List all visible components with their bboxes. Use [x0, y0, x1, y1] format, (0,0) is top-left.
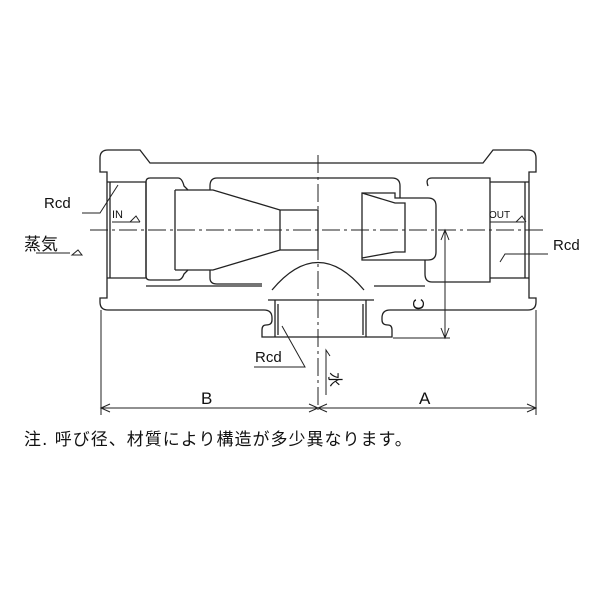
rcd-bottom-label: Rcd — [255, 349, 282, 366]
outlet-bore — [424, 177, 529, 283]
out-label: OUT — [489, 210, 510, 221]
rcd-outlet-label: Rcd — [553, 237, 580, 254]
in-label: IN — [112, 209, 123, 221]
inlet-nozzle — [145, 177, 319, 281]
dimension-b-label: B — [201, 389, 212, 408]
steam-label: 蒸気 — [24, 235, 58, 254]
rcd-inlet-label: Rcd — [44, 195, 71, 212]
bottom-port — [268, 261, 374, 337]
footnote: 注. 呼び径、材質により構造が多少異なります。 — [24, 430, 413, 450]
dimension-a-label: A — [419, 389, 431, 408]
chamber — [209, 177, 401, 285]
body-outline — [99, 149, 537, 338]
dimension-lines — [36, 184, 548, 415]
water-label: 水 — [326, 372, 343, 387]
outlet-nozzle — [361, 192, 437, 261]
dimension-c-label: C — [411, 298, 428, 310]
